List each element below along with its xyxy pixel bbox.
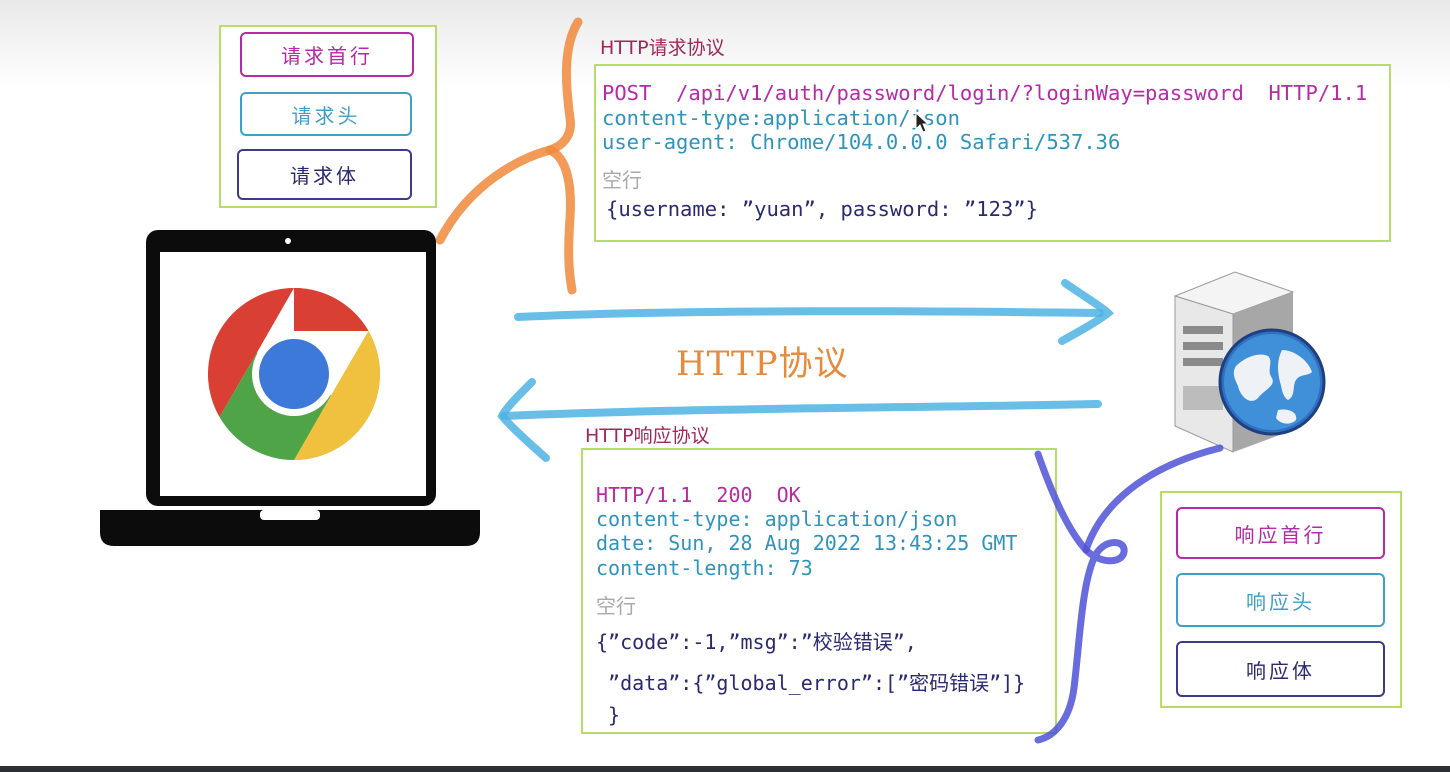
response-blank-line: 空行 (596, 590, 636, 619)
response-body-line-1: {”code”:-1,”msg”:”校验错误”, (596, 630, 917, 655)
request-box: POST /api/v1/auth/password/login/?loginW… (594, 64, 1391, 242)
request-blank-line: 空行 (602, 164, 642, 193)
request-body: {username: ”yuan”, password: ”123”} (606, 197, 1038, 222)
response-body-line-2: ”data”:{”global_error”:[”密码错误”]} (596, 671, 1025, 696)
center-label: HTTP协议 (676, 336, 849, 385)
response-line: HTTP/1.1 200 OK (596, 483, 801, 508)
response-box: HTTP/1.1 200 OK content-type: applicatio… (581, 448, 1057, 734)
response-header-date: date: Sun, 28 Aug 2022 13:43:25 GMT (596, 531, 1017, 556)
request-body-pill: 请求体 (237, 149, 412, 200)
request-line-pill: 请求首行 (240, 32, 414, 77)
request-header-user-agent: user-agent: Chrome/104.0.0.0 Safari/537.… (602, 130, 1120, 155)
response-header-content-length: content-length: 73 (596, 556, 813, 581)
request-header-content-type: content-type:application/json (602, 106, 960, 131)
response-title: HTTP响应协议 (585, 421, 710, 448)
response-body-pill: 响应体 (1176, 641, 1385, 697)
response-line-pill: 响应首行 (1176, 507, 1385, 559)
chrome-icon (200, 280, 388, 468)
request-headers-pill: 请求头 (240, 92, 412, 136)
cursor-icon (914, 112, 930, 134)
bottom-bar (0, 766, 1450, 772)
response-header-content-type: content-type: application/json (596, 507, 957, 532)
response-legend: 响应首行 响应头 响应体 (1160, 491, 1402, 708)
request-line: POST /api/v1/auth/password/login/?loginW… (602, 81, 1367, 106)
request-legend: 请求首行 请求头 请求体 (219, 25, 437, 208)
response-body-line-3: } (596, 703, 620, 728)
response-headers-pill: 响应头 (1176, 573, 1385, 627)
request-title: HTTP请求协议 (600, 33, 725, 60)
globe-icon (1216, 326, 1328, 438)
request-arrow (510, 275, 1120, 345)
